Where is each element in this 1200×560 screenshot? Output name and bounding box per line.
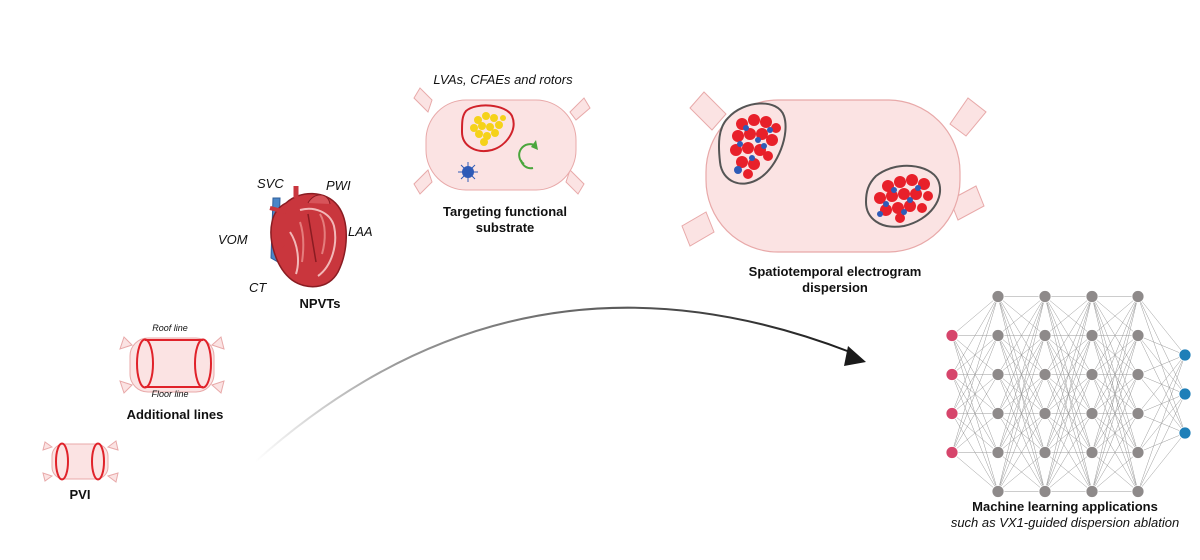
network-node-hidden	[1085, 446, 1099, 459]
network-connection	[1091, 296, 1139, 375]
network-node-hidden	[991, 407, 1005, 420]
npvts-title: NPVTs	[299, 296, 341, 311]
dispersion-title-line2: dispersion	[802, 280, 868, 295]
network-connection	[951, 413, 999, 453]
network-connection	[1137, 354, 1186, 492]
ml-subtitle: such as VX1-guided dispersion ablation	[950, 515, 1180, 530]
functional-title-line1: Targeting functional	[443, 204, 567, 219]
network-connection	[997, 296, 1046, 375]
network-node-hidden	[1085, 407, 1099, 420]
network-connection	[997, 413, 1046, 492]
network-connection	[951, 296, 999, 375]
network-connection	[1044, 296, 1093, 414]
network-connection	[951, 296, 999, 453]
network-connection	[1044, 374, 1093, 492]
network-node-hidden	[1085, 368, 1099, 381]
network-connection	[1091, 296, 1139, 492]
heart-icon	[269, 186, 347, 288]
network-connection	[997, 452, 1046, 492]
network-node-output	[1178, 426, 1192, 440]
floor-line-label: Floor line	[151, 389, 189, 399]
network-connection	[951, 335, 999, 453]
network-connection	[951, 452, 999, 492]
roof-line-label: Roof line	[152, 323, 188, 333]
network-node-input	[945, 329, 959, 342]
network-node-hidden	[1085, 290, 1099, 303]
network-node-output	[1178, 387, 1192, 401]
network-connection	[1137, 335, 1186, 356]
network-node-hidden	[1038, 407, 1052, 420]
network-connection	[1091, 374, 1139, 492]
network-node-hidden	[1131, 368, 1145, 381]
network-node-hidden	[991, 446, 1005, 459]
network-node-hidden	[1131, 329, 1145, 342]
dispersion-title-line1: Spatiotemporal electrogram	[748, 264, 922, 279]
network-connection	[997, 296, 1046, 492]
network-connection	[997, 296, 1046, 336]
network-connection	[1044, 335, 1093, 492]
dispersion-atrium-icon	[681, 91, 987, 253]
functional-caption: LVAs, CFAEs and rotors	[433, 72, 573, 87]
pvi-atrium-icon	[42, 440, 119, 483]
network-connection	[1044, 296, 1093, 453]
network-connection	[1091, 413, 1139, 492]
network-connection	[997, 296, 1046, 453]
neural-network-icon	[945, 290, 1192, 498]
network-connection	[1091, 335, 1139, 492]
network-connection	[1044, 452, 1093, 492]
network-node-hidden	[1038, 290, 1052, 303]
network-node-hidden	[1038, 329, 1052, 342]
pvi-title: PVI	[69, 487, 91, 502]
network-connection	[1044, 296, 1093, 336]
network-connection	[1137, 354, 1186, 414]
functional-substrate-atrium-icon	[413, 87, 591, 195]
network-node-hidden	[1038, 446, 1052, 459]
network-node-hidden	[991, 290, 1005, 303]
network-node-input	[945, 407, 959, 420]
network-node-hidden	[1038, 368, 1052, 381]
network-connection	[1044, 296, 1093, 375]
network-connection	[1091, 296, 1139, 336]
network-connection	[951, 374, 999, 453]
network-node-hidden	[1131, 407, 1145, 420]
network-connection	[1137, 432, 1186, 492]
ct-label: CT	[249, 280, 267, 295]
network-node-hidden	[991, 368, 1005, 381]
additional-lines-title: Additional lines	[126, 407, 224, 422]
network-connection	[997, 296, 1046, 414]
network-node-hidden	[991, 485, 1005, 498]
svc-label: SVC	[257, 176, 284, 191]
network-node-output	[1178, 348, 1192, 362]
ml-title: Machine learning applications	[972, 499, 1158, 514]
network-node-hidden	[1038, 485, 1052, 498]
network-connection	[1137, 354, 1186, 453]
network-connection	[997, 374, 1046, 492]
network-node-hidden	[1131, 446, 1145, 459]
network-node-hidden	[991, 329, 1005, 342]
network-node-input	[945, 368, 959, 381]
network-connection	[1044, 296, 1093, 492]
pwi-label: PWI	[326, 178, 351, 193]
network-connection	[1137, 354, 1186, 375]
network-node-hidden	[1131, 290, 1145, 303]
network-connection	[951, 296, 999, 336]
network-node-hidden	[1085, 485, 1099, 498]
progress-arrow	[254, 306, 866, 463]
functional-title-line2: substrate	[475, 220, 535, 235]
network-node-hidden	[1085, 329, 1099, 342]
network-connection	[951, 296, 999, 414]
network-connection	[1091, 452, 1139, 492]
additional-lines-atrium-icon	[119, 336, 225, 394]
laa-label: LAA	[348, 224, 373, 239]
network-connection	[997, 335, 1046, 492]
network-node-hidden	[1131, 485, 1145, 498]
network-connection	[1137, 393, 1186, 492]
network-connection	[1137, 296, 1186, 356]
network-connection	[1091, 296, 1139, 453]
network-node-input	[945, 446, 959, 459]
network-connection	[1091, 296, 1139, 414]
vom-label: VOM	[218, 232, 248, 247]
network-connection	[1044, 413, 1093, 492]
